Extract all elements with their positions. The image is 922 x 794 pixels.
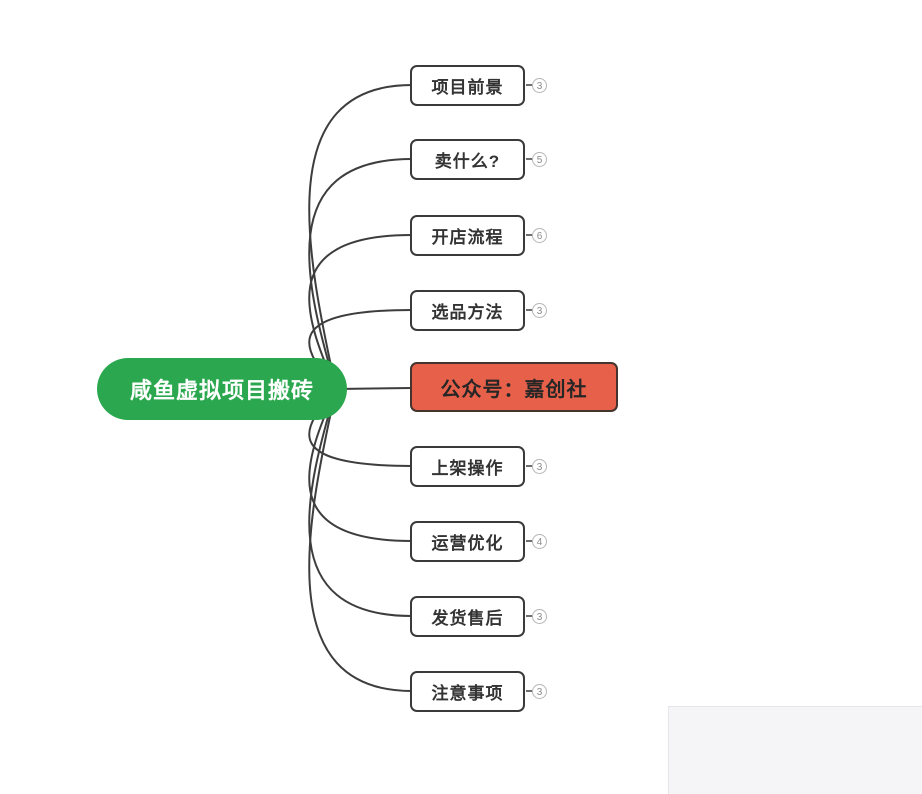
child-count-badge[interactable]: 6 [532, 227, 547, 243]
branch-node[interactable]: 发货售后 [410, 595, 525, 637]
child-count-badge[interactable]: 3 [532, 458, 547, 474]
child-count-badge[interactable]: 3 [532, 608, 547, 624]
bottom-right-panel [668, 706, 922, 794]
branch-node[interactable]: 运营优化 [410, 520, 525, 562]
branch-node[interactable]: 卖什么? [410, 138, 525, 180]
branch-node[interactable]: 注意事项 [410, 670, 525, 712]
child-count-badge[interactable]: 5 [532, 151, 547, 167]
branch-node[interactable]: 开店流程 [410, 214, 525, 256]
child-count-badge[interactable]: 4 [532, 533, 547, 549]
child-count-badge[interactable]: 3 [532, 683, 547, 699]
child-count-badge[interactable]: 3 [532, 77, 547, 93]
branch-node[interactable]: 项目前景 [410, 64, 525, 106]
branch-node-highlighted[interactable]: 公众号：嘉创社 [410, 362, 618, 412]
root-node[interactable]: 咸鱼虚拟项目搬砖 [97, 358, 347, 420]
branch-node[interactable]: 选品方法 [410, 289, 525, 331]
child-count-badge[interactable]: 3 [532, 302, 547, 318]
branch-node[interactable]: 上架操作 [410, 445, 525, 487]
